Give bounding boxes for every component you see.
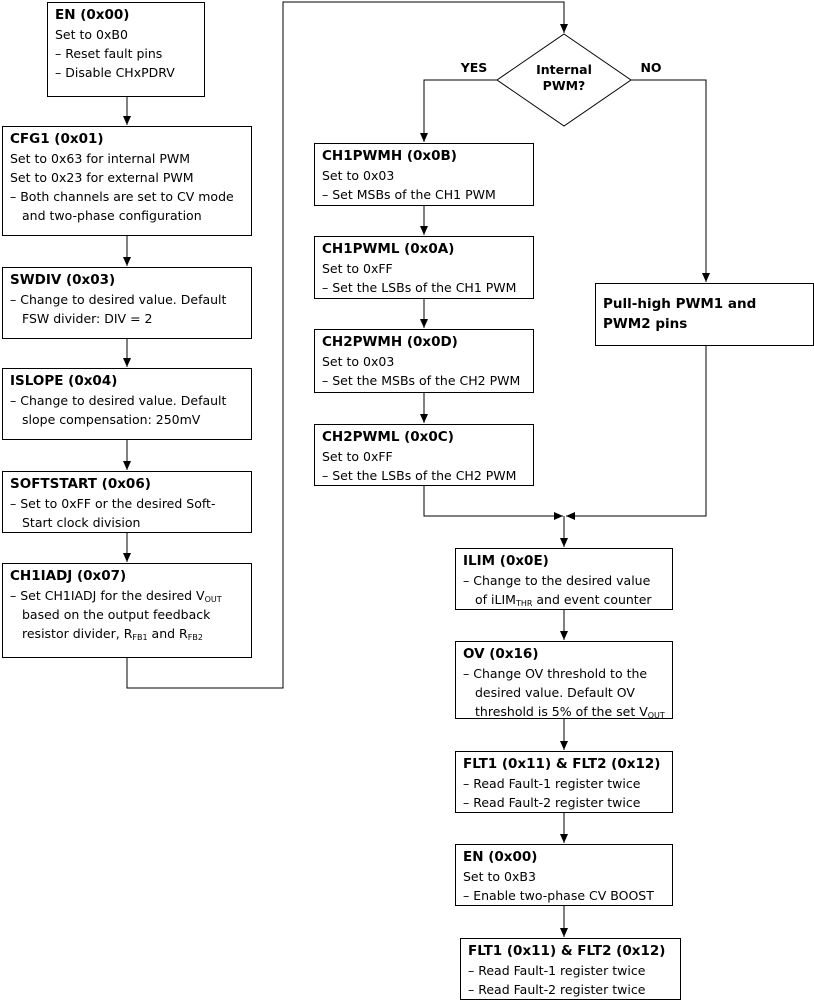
ilim-line1: Change to the desired value of iLIMTHR a… bbox=[463, 571, 665, 609]
ch1iadj-sub-fb2: FB2 bbox=[187, 633, 203, 642]
softstart-box: SOFTSTART (0x06) Set to 0xFF or the desi… bbox=[2, 471, 252, 533]
flt1-line1: Read Fault-1 register twice bbox=[463, 774, 665, 793]
islope-line1: Change to desired value. Default slope c… bbox=[10, 391, 244, 429]
cfg1-title: CFG1 (0x01) bbox=[10, 131, 104, 147]
ch1iadj-text-a: Set CH1IADJ for the desired V bbox=[20, 588, 205, 603]
ch1iadj-text-b: based on the output feedback resistor di… bbox=[22, 607, 211, 641]
ch2pwmh-line2: Set the MSBs of the CH2 PWM bbox=[322, 371, 526, 390]
softstart-line1: Set to 0xFF or the desired Soft-Start cl… bbox=[10, 494, 244, 532]
cfg1-line1: Set to 0x63 for internal PWM bbox=[10, 151, 191, 166]
flt-box-2: FLT1 (0x11) & FLT2 (0x12) Read Fault-1 r… bbox=[460, 938, 681, 1000]
flt2-line1: Read Fault-1 register twice bbox=[468, 961, 673, 980]
en2-line1: Set to 0xB3 bbox=[463, 869, 536, 884]
ov-box: OV (0x16) Change OV threshold to the des… bbox=[455, 641, 673, 721]
ch1pwmh-line2: Set MSBs of the CH1 PWM bbox=[322, 185, 526, 204]
en-line2: Reset fault pins bbox=[55, 44, 197, 63]
en2-title: EN (0x00) bbox=[463, 849, 538, 865]
arrow-yes-branch bbox=[420, 79, 497, 142]
decision-diamond bbox=[496, 33, 632, 127]
swdiv-line1: Change to desired value. Default FSW div… bbox=[10, 290, 244, 328]
pull-high-box: Pull-high PWM1 and PWM2 pins bbox=[595, 283, 814, 346]
ch1pwml-box: CH1PWML (0x0A) Set to 0xFF Set the LSBs … bbox=[314, 236, 534, 299]
ch1iadj-sub-vout: OUT bbox=[204, 595, 222, 604]
ch2pwmh-title: CH2PWMH (0x0D) bbox=[322, 334, 458, 350]
ilim-title: ILIM (0x0E) bbox=[463, 553, 549, 569]
ilim-box: ILIM (0x0E) Change to the desired value … bbox=[455, 548, 673, 610]
pull-high-title: Pull-high PWM1 and PWM2 pins bbox=[603, 296, 757, 332]
cfg1-box: CFG1 (0x01) Set to 0x63 for internal PWM… bbox=[2, 126, 252, 236]
flt-box-1: FLT1 (0x11) & FLT2 (0x12) Read Fault-1 r… bbox=[455, 751, 673, 813]
en2-line2: Enable two-phase CV BOOST bbox=[463, 886, 665, 905]
ilim-text-a: Change to the desired value of iLIM bbox=[473, 573, 651, 607]
ch1pwmh-line1: Set to 0x03 bbox=[322, 168, 395, 183]
ch2pwml-line2: Set the LSBs of the CH2 PWM bbox=[322, 466, 526, 485]
yes-label: YES bbox=[460, 60, 488, 75]
flt2-line2: Read Fault-2 register twice bbox=[468, 980, 673, 999]
no-label: NO bbox=[640, 60, 662, 75]
arrow-no-branch bbox=[631, 79, 710, 282]
ch1pwmh-box: CH1PWMH (0x0B) Set to 0x03 Set MSBs of t… bbox=[314, 143, 534, 206]
cfg1-line3: Both channels are set to CV mode and two… bbox=[10, 187, 244, 225]
ch1pwmh-title: CH1PWMH (0x0B) bbox=[322, 148, 457, 164]
ch1iadj-title: CH1IADJ (0x07) bbox=[10, 568, 127, 584]
ch1pwml-line1: Set to 0xFF bbox=[322, 261, 393, 276]
arrow-ch1iadj-to-decision bbox=[126, 1, 568, 689]
ilim-text-b: and event counter bbox=[532, 592, 652, 607]
islope-box: ISLOPE (0x04) Change to desired value. D… bbox=[2, 368, 252, 440]
ov-title: OV (0x16) bbox=[463, 646, 539, 662]
flt2-title: FLT1 (0x11) & FLT2 (0x12) bbox=[468, 943, 666, 959]
ch2pwmh-box: CH2PWMH (0x0D) Set to 0x03 Set the MSBs … bbox=[314, 329, 534, 393]
decision-line1: Internal bbox=[536, 62, 592, 77]
decision-line2: PWM? bbox=[542, 78, 586, 93]
en-line3: Disable CHxPDRV bbox=[55, 63, 197, 82]
ilim-sub-thr: THR bbox=[515, 599, 533, 608]
ch1pwml-title: CH1PWML (0x0A) bbox=[322, 241, 455, 257]
ch1iadj-line1: Set CH1IADJ for the desired VOUT based o… bbox=[10, 586, 244, 643]
en-title: EN (0x00) bbox=[55, 7, 130, 23]
ch1iadj-text-c: and R bbox=[147, 626, 188, 641]
ch1iadj-box: CH1IADJ (0x07) Set CH1IADJ for the desir… bbox=[2, 563, 252, 658]
arrow-pullhigh-to-merge bbox=[566, 346, 707, 520]
en-box-2: EN (0x00) Set to 0xB3 Enable two-phase C… bbox=[455, 844, 673, 906]
en-box: EN (0x00) Set to 0xB0 Reset fault pins D… bbox=[47, 2, 205, 97]
cfg1-line2: Set to 0x23 for external PWM bbox=[10, 170, 194, 185]
softstart-title: SOFTSTART (0x06) bbox=[10, 476, 151, 492]
ov-sub-vout: OUT bbox=[647, 711, 665, 720]
ch2pwml-box: CH2PWML (0x0C) Set to 0xFF Set the LSBs … bbox=[314, 424, 534, 486]
en-line1: Set to 0xB0 bbox=[55, 27, 128, 42]
arrow-ch2pwml-to-merge bbox=[423, 486, 563, 520]
ov-text-a: Change OV threshold to the desired value… bbox=[473, 666, 648, 719]
swdiv-title: SWDIV (0x03) bbox=[10, 272, 116, 288]
decision-text: Internal PWM? bbox=[524, 62, 604, 94]
islope-title: ISLOPE (0x04) bbox=[10, 373, 118, 389]
ch2pwmh-line1: Set to 0x03 bbox=[322, 354, 395, 369]
ch2pwml-line1: Set to 0xFF bbox=[322, 449, 393, 464]
ch1pwml-line2: Set the LSBs of the CH1 PWM bbox=[322, 278, 526, 297]
flt1-line2: Read Fault-2 register twice bbox=[463, 793, 665, 812]
flt1-title: FLT1 (0x11) & FLT2 (0x12) bbox=[463, 756, 661, 772]
ch1iadj-sub-fb1: FB1 bbox=[132, 633, 148, 642]
ch2pwml-title: CH2PWML (0x0C) bbox=[322, 429, 454, 445]
ov-line1: Change OV threshold to the desired value… bbox=[463, 664, 665, 721]
swdiv-box: SWDIV (0x03) Change to desired value. De… bbox=[2, 267, 252, 339]
